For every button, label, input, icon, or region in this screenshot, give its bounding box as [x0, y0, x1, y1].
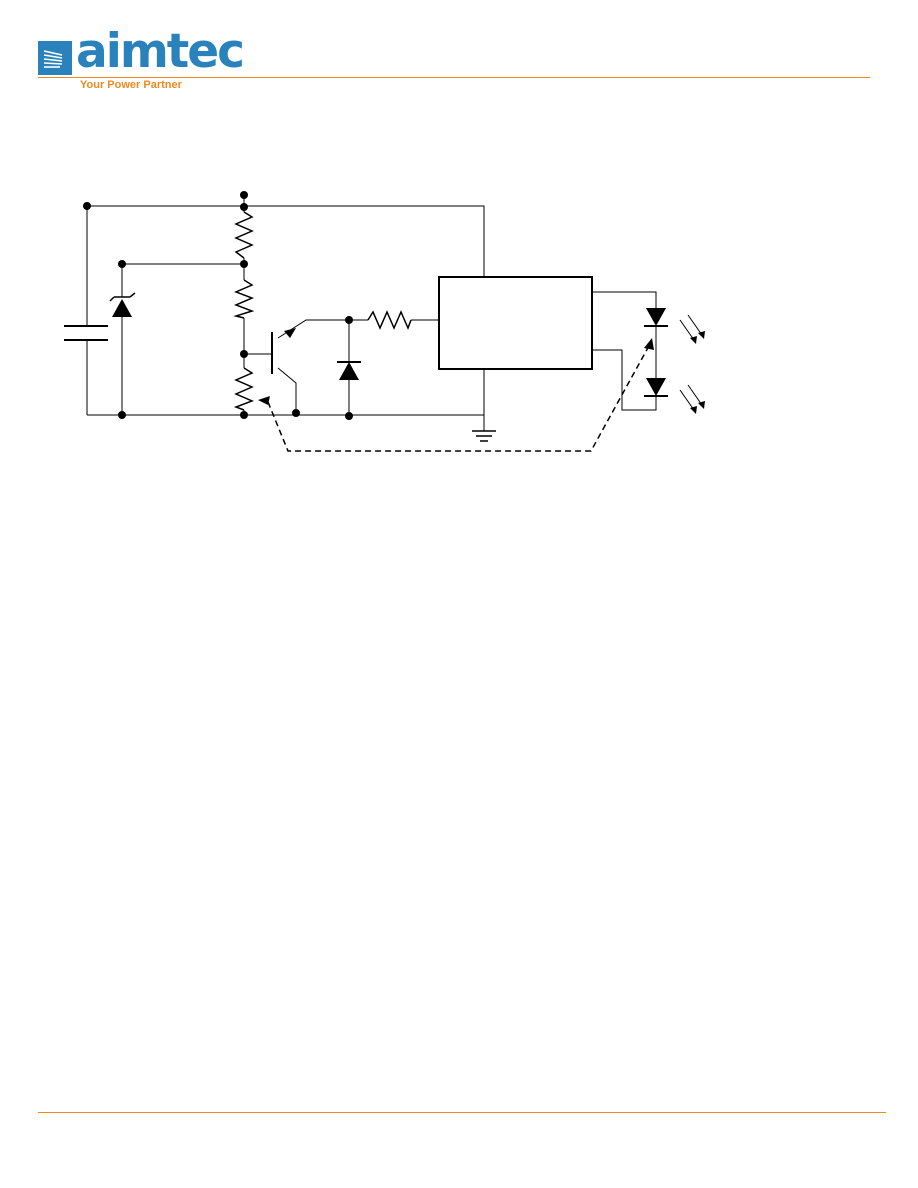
led-upper-symbol [644, 308, 668, 327]
page-header: aimtec Your Power Partner [0, 0, 918, 100]
wire-bottom-rail [87, 370, 485, 416]
header-divider [38, 77, 870, 78]
resistor-r2 [233, 279, 255, 319]
resistor-series [367, 310, 412, 330]
wire-zener [121, 263, 244, 415]
led-lower-light-arrows [679, 384, 703, 411]
ground-icon [472, 430, 496, 442]
zener-diode-symbol [109, 292, 136, 317]
transistor-symbol [271, 328, 296, 374]
junction-dots [83, 191, 353, 420]
ic-block [438, 276, 593, 370]
wire-emitter [277, 367, 297, 415]
resistor-r1 [234, 211, 254, 259]
diode-symbol [337, 361, 361, 380]
footer-divider [38, 1112, 886, 1113]
led-lower-symbol [644, 378, 668, 397]
brand-tagline: Your Power Partner [80, 79, 182, 91]
resistor-r3-potentiometer [233, 367, 254, 411]
potentiometer-wiper-arrow [258, 396, 270, 405]
capacitor-symbol [64, 325, 108, 341]
led-upper-light-arrows [679, 314, 703, 341]
brand-name: aimtec [76, 24, 245, 79]
optical-feedback-path [267, 343, 651, 452]
wire-top-rail [87, 205, 485, 277]
optical-feedback-arrowhead [644, 338, 654, 350]
aimtec-logo-icon [38, 41, 72, 75]
wire-led-string [592, 291, 657, 411]
